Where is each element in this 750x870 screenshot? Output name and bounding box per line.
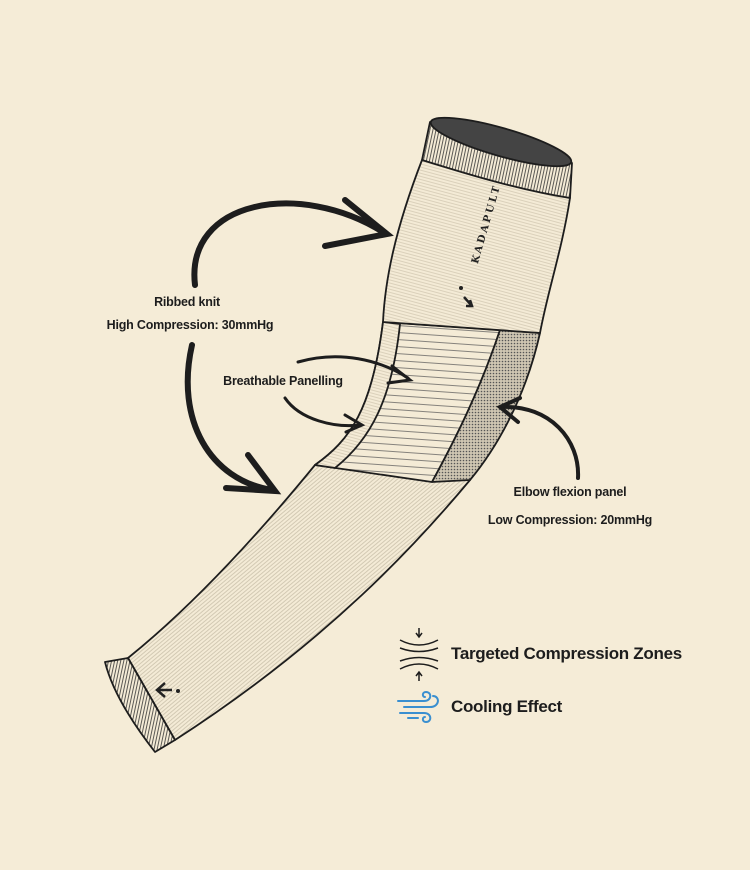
- label-ribbed-knit: Ribbed knit: [154, 295, 220, 309]
- legend-compression-zones: Targeted Compression Zones: [451, 644, 682, 663]
- wrist-cuff: [104, 657, 176, 753]
- arrow-ribbed-lower: [184, 342, 275, 493]
- arrow-breathable-2: [283, 396, 362, 428]
- forearm-section: [127, 464, 471, 741]
- side-mesh-strip: [314, 321, 401, 469]
- label-low-compression: Low Compression: 20mmHg: [487, 513, 653, 527]
- compression-zones-icon: [399, 628, 439, 681]
- upper-arm-section: [382, 159, 571, 334]
- wind-icon: [397, 690, 439, 724]
- arrow-ribbed-upper: [191, 200, 386, 288]
- label-high-compression: High Compression: 30mmHg: [106, 318, 274, 332]
- callout-arrows: [184, 197, 581, 495]
- arrow-elbow: [500, 404, 581, 480]
- elbow-flexion-panel: [431, 329, 541, 483]
- cuff-opening: [429, 116, 573, 168]
- label-breathable-panelling: Breathable Panelling: [223, 374, 343, 388]
- brand-logo-icon: [155, 286, 474, 698]
- label-elbow-flexion-panel: Elbow flexion panel: [513, 485, 627, 499]
- legend-cooling-effect: Cooling Effect: [451, 697, 563, 716]
